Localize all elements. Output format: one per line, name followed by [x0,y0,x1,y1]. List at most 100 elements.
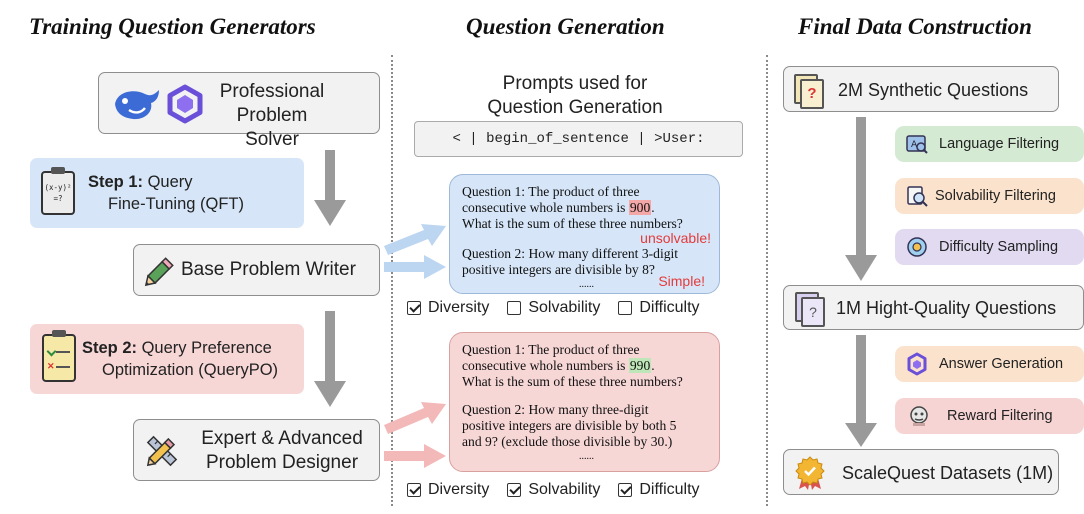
box2-q1-c: . [651,358,655,373]
clipboard-icon: (x-y)² =? [41,167,75,215]
writer-label: Base Problem Writer [181,259,356,280]
difficulty-sampling-label: Difficulty Sampling [939,239,1059,255]
prompt-token: < | begin_of_sentence | >User: [452,131,705,147]
step2-bold: Step 2: [82,339,138,357]
difficulty-icon [907,237,927,257]
step1-text: Step 1: Query Fine-Tuning (QFT) [88,171,244,215]
section-title-generation: Question Generation [466,14,665,39]
svg-text:A: A [911,140,918,150]
prompts-line1: Prompts used for [502,73,648,94]
high-quality-label: 1M Hight-Quality Questions [836,298,1057,318]
box1-q1-d: What is the sum of these three numbers? [462,216,683,231]
synthetic-label: 2M Synthetic Questions [838,80,1029,100]
step1-line2: Fine-Tuning (QFT) [108,195,244,213]
difficulty-sampling-step[interactable]: Difficulty Sampling [895,229,1084,265]
arrow-synthetic-to-hq [845,117,877,281]
checkbox-diversity-top[interactable] [407,301,421,315]
box1-q1-b: consecutive whole numbers is [462,200,629,215]
answer-model-icon [907,352,927,376]
solvability-filtering-label: Solvability Filtering [935,188,1056,204]
checkbox-solvability-top[interactable] [507,301,522,315]
design-tools-icon [146,435,178,467]
solver-box[interactable]: Professional Problem Solver [98,72,380,150]
check-label-difficulty-top: Difficulty [639,299,700,316]
question-box-expert: Question 1: The product of three consecu… [449,332,720,472]
pencil-icon [144,257,174,287]
box1-q1-c: . [651,200,655,215]
clipboard-q: =? [53,194,63,203]
doc-front: ? [800,79,824,109]
simple-tag: Simple! [658,273,705,289]
arrow-writer-to-designer [314,311,346,407]
language-filtering-label: Language Filtering [939,136,1060,152]
arrow-pink-2 [384,444,446,468]
synthetic-questions-box[interactable]: ? 2M Synthetic Questions [783,66,1059,112]
clipboard-formula: (x-y)² [44,183,72,192]
question-doc-icon: ? [794,74,824,109]
check-label-solvability-top: Solvability [528,299,601,316]
solvability-icon [907,186,928,207]
solver-label: Professional Problem Solver [219,81,325,150]
box2-q1-b: consecutive whole numbers is [462,358,629,373]
step2-text: Step 2: Query Preference Optimization (Q… [82,337,278,381]
final-dataset-box[interactable]: ScaleQuest Datasets (1M) [783,449,1059,495]
language-filtering-step[interactable]: A Language Filtering [895,126,1084,162]
solvability-filtering-step[interactable]: Solvability Filtering [895,178,1084,214]
box2-q2-c: and 9? (exclude those divisible by 30.) [462,434,673,449]
cross-mark-icon: ✕ [47,361,55,371]
checklist-bottom: Diversity Solvability Difficulty [407,481,700,499]
step1-bold: Step 1: [88,173,144,191]
answer-generation-step[interactable]: Answer Generation [895,346,1084,382]
box2-dots: ...... [579,451,594,462]
checklist-icon: ✕ [42,330,76,382]
box2-q2-b: positive integers are divisible by both … [462,418,677,433]
checklist-top: Diversity Solvability Difficulty [407,299,700,317]
section-title-training: Training Question Generators [29,14,316,39]
prompts-line2: Question Generation [487,97,663,118]
box1-dots: ...... [579,279,594,290]
language-icon: A [906,135,928,154]
step1-line1: Query [143,173,193,191]
box2-q1-num: 990 [628,358,652,373]
doc-front-2: ? [801,297,825,327]
box2-q1-b-line: consecutive whole numbers is 990. [462,358,711,374]
step2-line1: Query Preference [137,339,272,357]
step1-box: (x-y)² =? Step 1: Query Fine-Tuning (QFT… [30,158,304,228]
reward-filtering-step[interactable]: Reward Filtering [895,398,1084,434]
writer-box[interactable]: Base Problem Writer [133,244,380,296]
checkbox-solvability-bottom[interactable] [507,483,522,497]
designer-line1: Expert & Advanced [201,428,363,449]
check-label-diversity-top: Diversity [428,299,490,316]
box2-q1-a: Question 1: The product of three [462,342,640,357]
box1-q1-b-line: consecutive whole numbers is 900. [462,200,711,216]
document-icon: ? [795,292,825,327]
check-label-diversity-bottom: Diversity [428,481,490,498]
step2-box: ✕ Step 2: Query Preference Optimization … [30,324,304,394]
box2-q1-d: What is the sum of these three numbers? [462,374,683,389]
designer-line2: Problem Designer [205,452,359,473]
separator-right [766,55,768,506]
whale-icon [115,90,159,120]
checkbox-difficulty-top[interactable] [618,301,633,315]
arrow-blue-2 [384,255,446,279]
prompt-token-box[interactable]: < | begin_of_sentence | >User: [414,121,743,157]
final-dataset-label: ScaleQuest Datasets (1M) [842,463,1054,483]
step2-line2: Optimization (QueryPO) [102,361,279,379]
box1-q2-a: Question 2: How many different 3-digit [462,246,679,261]
award-badge-icon [795,456,825,490]
checkbox-difficulty-bottom[interactable] [618,483,633,497]
designer-box[interactable]: Expert & Advanced Problem Designer [133,419,380,481]
checklist-clip [52,330,66,337]
checkbox-diversity-bottom[interactable] [407,483,421,497]
box1-q1-num: 900 [628,200,652,215]
separator-left [391,55,393,506]
box2-q2-a: Question 2: How many three-digit [462,402,649,417]
unsolvable-tag: unsolvable! [640,230,711,246]
clipboard-clip [51,167,65,174]
high-quality-questions-box[interactable]: ? 1M Hight-Quality Questions [783,285,1084,330]
list-line-2 [56,366,70,368]
arrow-solver-to-writer [314,150,346,226]
hexagon-logo-icon [167,84,203,124]
arrow-pink-1 [384,402,446,434]
